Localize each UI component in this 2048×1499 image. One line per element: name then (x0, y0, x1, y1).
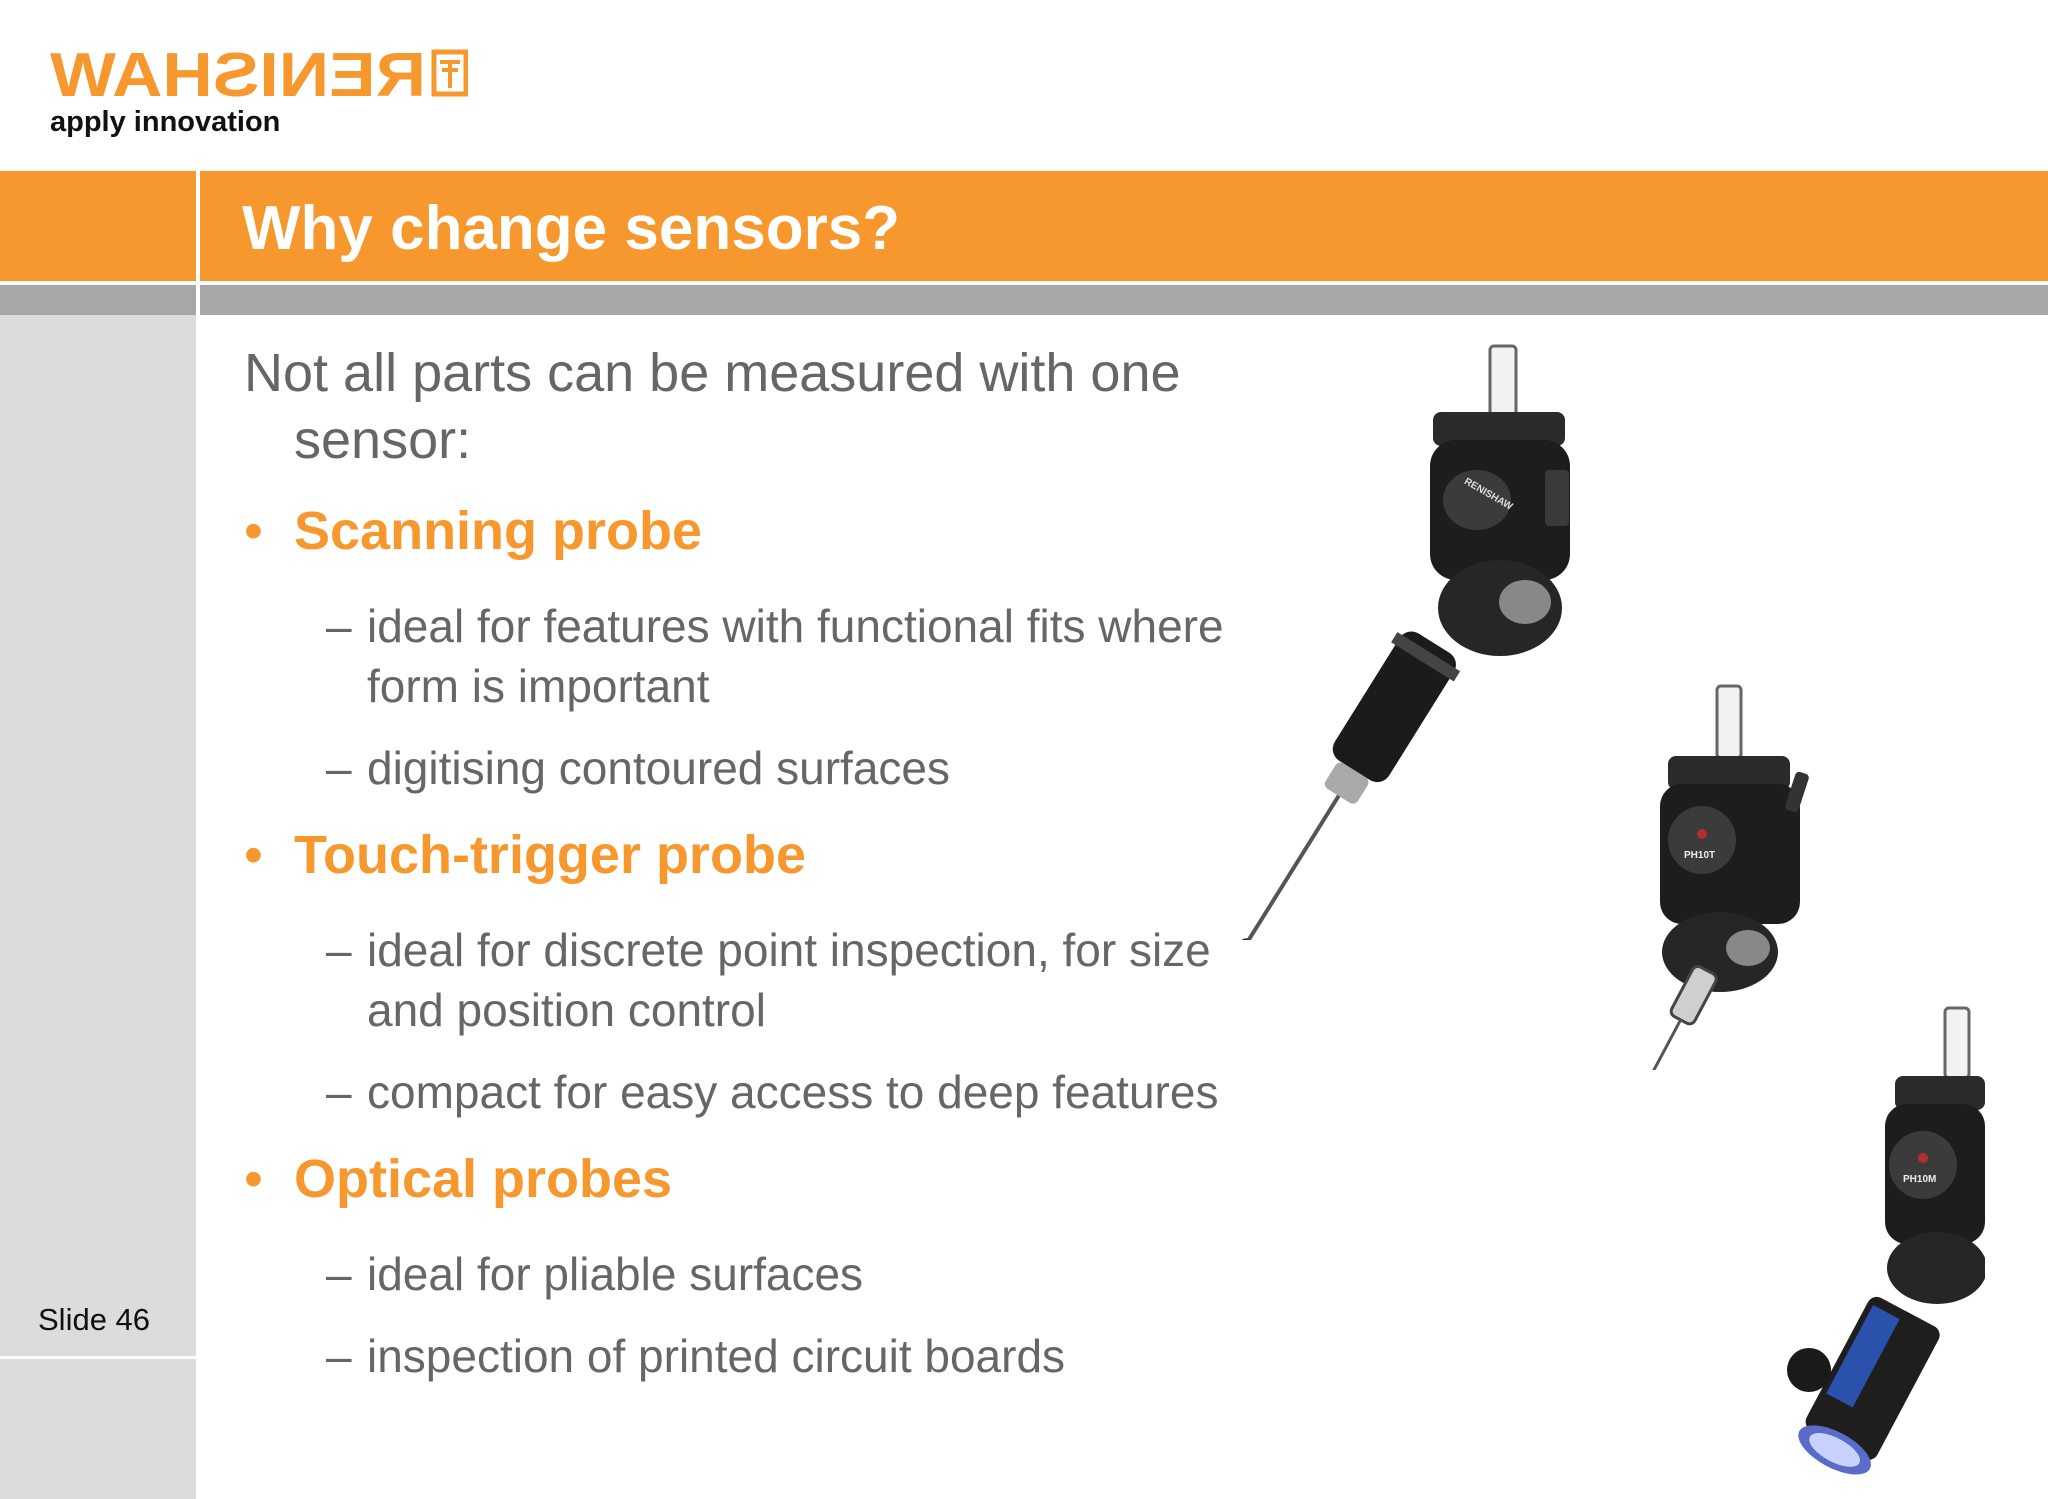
list-item: –compact for easy access to deep feature… (326, 1066, 1219, 1118)
svg-text:RENISHAW: RENISHAW (49, 44, 426, 104)
bullet-heading: •Optical probes (244, 1149, 673, 1209)
slide-content: Not all parts can be measured with one s… (244, 340, 1224, 1386)
list-item: –ideal for pliable surfaces (326, 1248, 864, 1300)
slide-number: Slide 46 (38, 1302, 151, 1337)
bullet-heading: •Scanning probe (244, 501, 703, 561)
svg-text:PH10M: PH10M (1903, 1174, 1936, 1185)
title-band (0, 171, 2048, 281)
header: RENISHAW apply innovation (0, 0, 2048, 170)
left-column (0, 315, 196, 1499)
touch-trigger-probe-image: PH10T (1652, 684, 1809, 1070)
svg-text:PH10T: PH10T (1684, 850, 1715, 861)
intro-text: Not all parts can be measured with one s… (244, 343, 1181, 470)
scanning-probe-image: RENISHAW (1239, 344, 1570, 940)
list-item: –inspection of printed circuit boards (326, 1330, 1066, 1382)
optical-probe-image: PH10M (1787, 1006, 1985, 1475)
renishaw-logo: RENISHAW (49, 44, 468, 104)
gray-band (0, 285, 2048, 315)
list-item: –digitising contoured surfaces (326, 742, 950, 794)
tagline: apply innovation (50, 106, 281, 138)
slide-title: Why change sensors? (242, 194, 901, 263)
list-item: –ideal for discrete point inspection, fo… (326, 924, 1211, 1036)
bullet-heading: •Touch-trigger probe (244, 825, 806, 885)
list-item: –ideal for features with functional fits… (326, 600, 1224, 712)
